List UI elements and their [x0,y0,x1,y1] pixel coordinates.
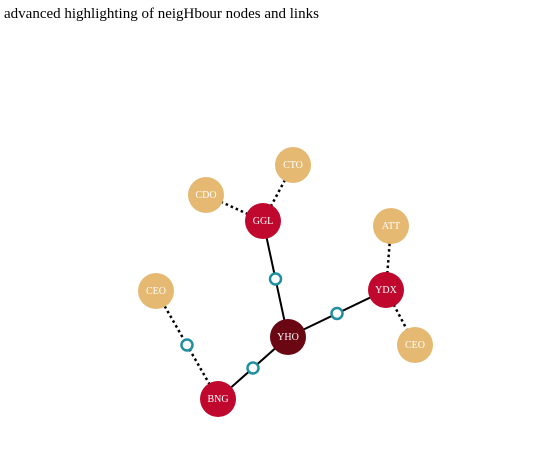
node-circle-cto[interactable] [275,147,311,183]
link-midpoints-layer [180,272,344,375]
node-label-ceo_bng: CEO [146,286,166,297]
node-circle-ceo_bng[interactable] [138,273,174,309]
node-circle-ydx[interactable] [368,272,404,308]
link-midpoint-yho-ydx[interactable] [330,306,344,321]
node-ceo_ydx[interactable]: CEO [397,327,433,363]
node-att[interactable]: ATT [373,208,409,244]
node-circle-cdo[interactable] [188,177,224,213]
node-label-cdo: CDO [195,190,216,201]
node-circle-ceo_ydx[interactable] [397,327,433,363]
page-title: advanced highlighting of neigHbour nodes… [4,6,319,22]
node-label-cto: CTO [283,160,303,171]
node-yho[interactable]: YHO [270,319,306,355]
node-circle-ggl[interactable] [245,203,281,239]
node-ceo_bng[interactable]: CEO [138,273,174,309]
node-ydx[interactable]: YDX [368,272,404,308]
node-bng[interactable]: BNG [200,381,236,417]
node-cdo[interactable]: CDO [188,177,224,213]
link-midpoint-yho-bng[interactable] [246,361,260,375]
node-label-ydx: YDX [375,285,397,296]
node-label-att: ATT [382,221,400,232]
link-midpoint-yho-ggl[interactable] [268,272,283,286]
node-ggl[interactable]: GGL [245,203,281,239]
nodes-layer: YHO GGL YDX BNG CTO CDO ATT CEO CEO [138,147,433,417]
node-label-bng: BNG [207,394,228,405]
node-label-ggl: GGL [253,216,274,227]
node-label-ceo_ydx: CEO [405,340,425,351]
node-circle-bng[interactable] [200,381,236,417]
node-label-yho: YHO [277,332,299,343]
node-cto[interactable]: CTO [275,147,311,183]
link-midpoint-bng-ceo_bng[interactable] [180,338,194,352]
node-circle-yho[interactable] [270,319,306,355]
node-circle-att[interactable] [373,208,409,244]
